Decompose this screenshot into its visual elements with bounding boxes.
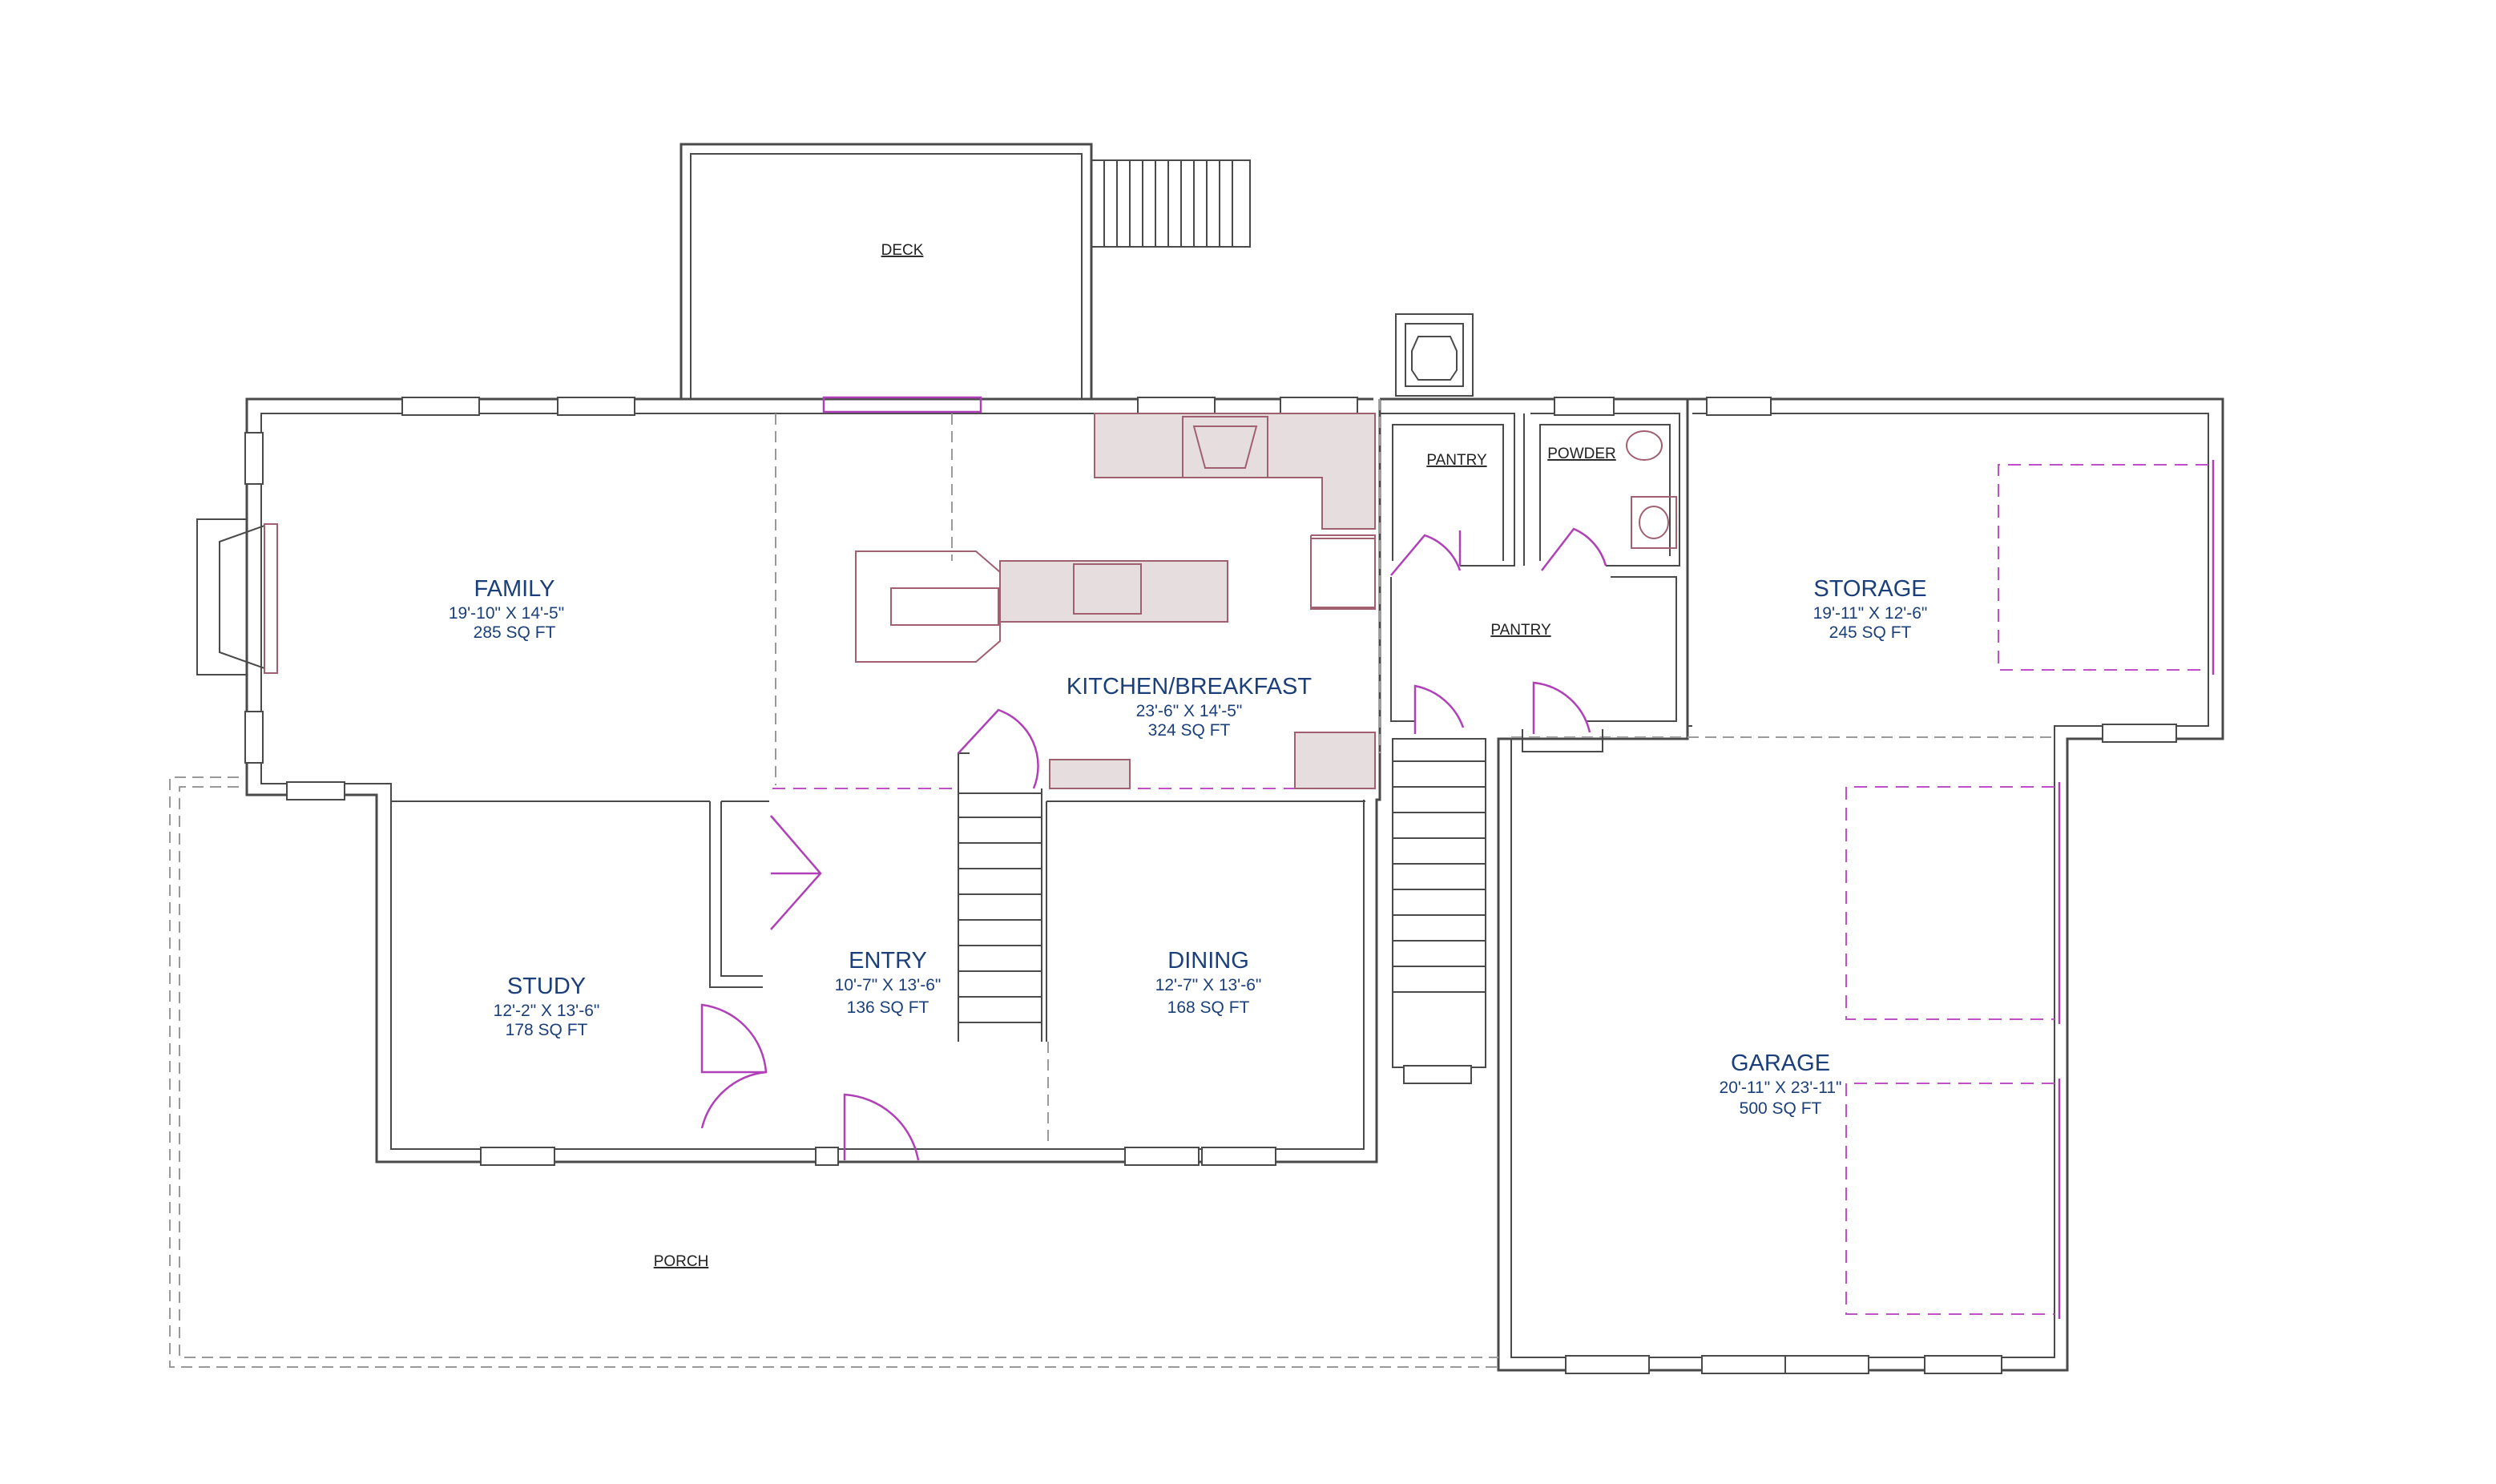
fireplace: [196, 518, 278, 675]
garage-dimensions: 20'-11" X 23'-11": [1720, 1079, 1842, 1097]
exterior-walls: [245, 397, 2224, 1372]
storage-dimensions: 19'-11" X 12'-6": [1813, 604, 1928, 623]
main-stairs: [958, 792, 1042, 1023]
room-labels: DECK FAMILY 19'-10" X 14'-5" 285 SQ FT K…: [449, 242, 1928, 1270]
entry-dimensions: 10'-7" X 13'-6": [835, 976, 942, 994]
deck: [679, 143, 1251, 399]
interior-walls: [391, 413, 1692, 1370]
basement-stairs: [1393, 760, 1486, 993]
family-dimensions: 19'-10" X 14'-5": [449, 604, 564, 623]
porch-label: PORCH: [654, 1253, 709, 1270]
chimney: [1395, 313, 1474, 397]
entry-area: 136 SQ FT: [847, 998, 929, 1017]
storage-area: 245 SQ FT: [1829, 623, 1912, 642]
kitchen-area: 324 SQ FT: [1148, 721, 1231, 740]
kitchen-counters: [855, 413, 1376, 789]
garage-label: GARAGE: [1731, 1050, 1830, 1076]
study-area: 178 SQ FT: [506, 1021, 588, 1039]
kitchen-dimensions: 23'-6" X 14'-5": [1136, 702, 1243, 720]
windows: [244, 396, 2177, 1374]
pantry-lower-label: PANTRY: [1490, 622, 1551, 639]
entry-label: ENTRY: [849, 948, 927, 974]
family-area: 285 SQ FT: [474, 623, 556, 642]
dining-label: DINING: [1167, 948, 1249, 974]
family-label: FAMILY: [474, 576, 555, 602]
kitchen-label: KITCHEN/BREAKFAST: [1067, 674, 1312, 700]
deck-stairs: [1091, 159, 1251, 248]
dining-dimensions: 12'-7" X 13'-6": [1155, 976, 1262, 994]
study-label: STUDY: [507, 974, 586, 999]
garage-area: 500 SQ FT: [1740, 1099, 1822, 1118]
dining-area: 168 SQ FT: [1167, 998, 1250, 1017]
deck-label: DECK: [881, 242, 924, 259]
powder-fixtures: [1626, 430, 1677, 549]
pantry-upper-label: PANTRY: [1426, 452, 1487, 469]
room-dividers: [169, 399, 2215, 1368]
powder-label: POWDER: [1547, 446, 1616, 462]
doors: [700, 527, 1607, 1161]
storage-label: STORAGE: [1813, 576, 1926, 602]
study-dimensions: 12'-2" X 13'-6": [494, 1002, 600, 1020]
